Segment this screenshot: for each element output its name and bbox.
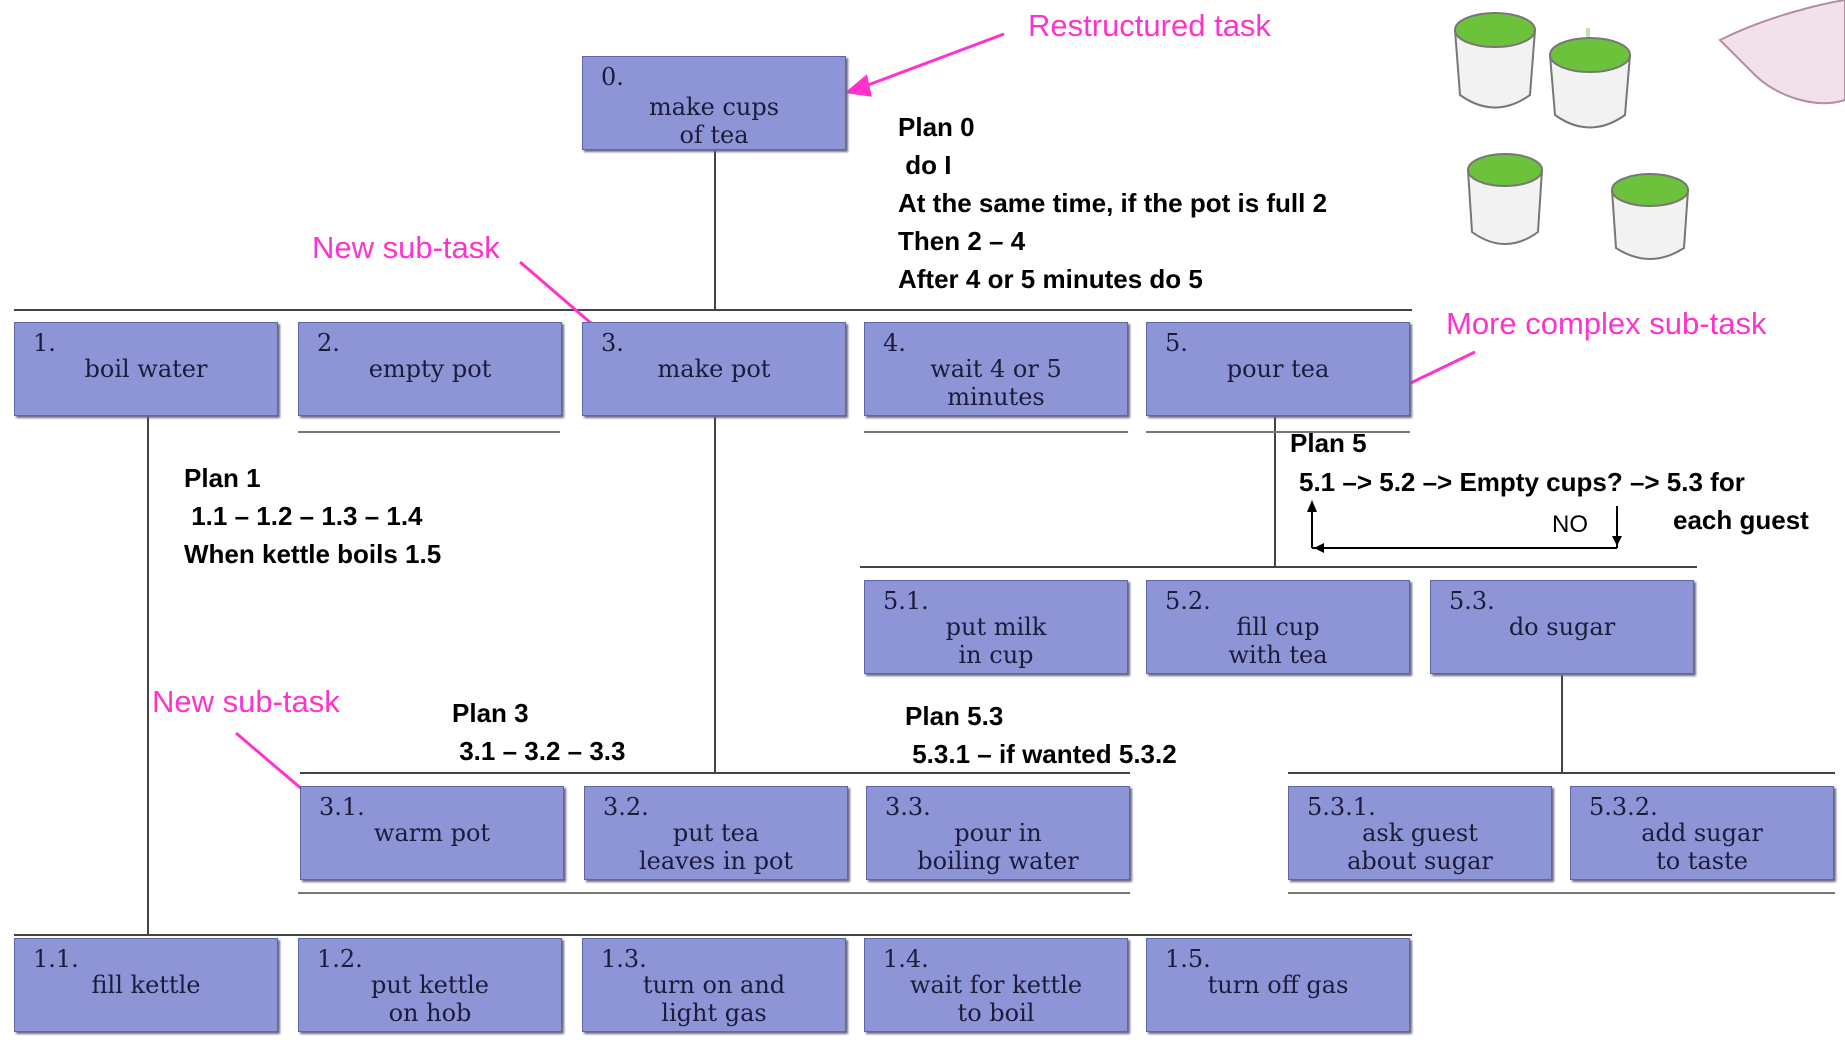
task-number: 5.2. <box>1165 587 1211 615</box>
task-label: fill kettle <box>91 971 201 999</box>
task-box-5-3-1: 5.3.1. ask guest about sugar <box>1288 786 1552 880</box>
task-box-2: 2. empty pot <box>298 322 562 416</box>
task-number: 5.3. <box>1449 587 1495 615</box>
task-label: turn on and light gas <box>642 971 786 1027</box>
task-label: ask guest about sugar <box>1347 819 1493 875</box>
task-box-3-1: 3.1. warm pot <box>300 786 564 880</box>
task-number: 3.3. <box>885 793 931 821</box>
task-number: 1.2. <box>317 945 363 973</box>
task-label: do sugar <box>1508 613 1616 641</box>
plan-5-3: Plan 5.3 5.3.1 – if wanted 5.3.2 <box>905 701 1177 769</box>
task-number: 5.3.1. <box>1307 793 1376 821</box>
task-box-5-1: 5.1. put milk in cup <box>864 580 1128 674</box>
task-number: 3.2. <box>603 793 649 821</box>
task-box-1: 1. boil water <box>14 322 278 416</box>
plan-1: Plan 1 1.1 – 1.2 – 1.3 – 1.4 When kettle… <box>184 463 442 569</box>
task-label: put tea leaves in pot <box>638 819 794 875</box>
task-box-1-1: 1.1. fill kettle <box>14 938 278 1032</box>
more-complex-subtask-annotation: More complex sub-task <box>1446 306 1767 341</box>
task-box-0: 0. make cups of tea <box>582 56 846 150</box>
task-label: boil water <box>84 355 208 383</box>
task-label: make cups of tea <box>648 93 780 149</box>
task-box-3-2: 3.2. put tea leaves in pot <box>584 786 848 880</box>
task-number: 0. <box>601 63 624 91</box>
task-label: put kettle on hob <box>370 971 489 1027</box>
task-number: 2. <box>317 329 340 357</box>
task-label: empty pot <box>368 355 492 383</box>
task-label: fill cup with tea <box>1228 613 1328 669</box>
task-number: 5. <box>1165 329 1188 357</box>
task-label: turn off gas <box>1207 971 1349 999</box>
task-label: wait 4 or 5 minutes <box>930 355 1062 411</box>
task-number: 1.4. <box>883 945 929 973</box>
connector-lines <box>14 150 1835 936</box>
task-box-1-3: 1.3. turn on and light gas <box>582 938 846 1032</box>
task-number: 1.3. <box>601 945 647 973</box>
task-box-1-4: 1.4. wait for kettle to boil <box>864 938 1128 1032</box>
task-box-5-3: 5.3. do sugar <box>1430 580 1694 674</box>
restructured-task-annotation: Restructured task <box>1028 8 1271 43</box>
task-number: 1.5. <box>1165 945 1211 973</box>
plan-0: Plan 0 do I At the same time, if the pot… <box>898 112 1328 294</box>
task-box-5: 5. pour tea <box>1146 322 1410 416</box>
task-number: 3. <box>601 329 624 357</box>
task-label: pour tea <box>1226 355 1330 383</box>
new-subtask-annotation-lower: New sub-task <box>152 684 340 719</box>
task-box-3-3: 3.3. pour in boiling water <box>866 786 1130 880</box>
task-box-3: 3. make pot <box>582 322 846 416</box>
task-number: 5.3.2. <box>1589 793 1658 821</box>
plan-5-each-guest: each guest <box>1673 505 1809 535</box>
task-label: put milk in cup <box>945 613 1047 669</box>
task-box-5-3-2: 5.3.2. add sugar to taste <box>1570 786 1834 880</box>
task-label: add sugar to taste <box>1641 819 1763 875</box>
task-box-4: 4. wait 4 or 5 minutes <box>864 322 1128 416</box>
task-number: 1.1. <box>33 945 79 973</box>
plan-5-title: Plan 5 <box>1290 428 1367 458</box>
task-label: make pot <box>657 355 771 383</box>
plan-3: Plan 3 3.1 – 3.2 – 3.3 <box>452 698 626 766</box>
task-number: 1. <box>33 329 56 357</box>
loop-arrowheads <box>1307 500 1622 553</box>
task-number: 3.1. <box>319 793 365 821</box>
task-box-1-2: 1.2. put kettle on hob <box>298 938 562 1032</box>
task-number: 4. <box>883 329 906 357</box>
new-subtask-annotation: New sub-task <box>312 230 500 265</box>
plan-5-no-label: NO <box>1552 511 1588 538</box>
task-label: warm pot <box>373 819 491 847</box>
task-box-5-2: 5.2. fill cup with tea <box>1146 580 1410 674</box>
task-label: pour in boiling water <box>917 819 1079 875</box>
plan-5-sequence: 5.1 –> 5.2 –> Empty cups? –> 5.3 for <box>1299 467 1745 497</box>
task-box-1-5: 1.5. turn off gas <box>1146 938 1410 1032</box>
task-number: 5.1. <box>883 587 929 615</box>
tea-cups-illustration <box>1453 0 1845 260</box>
task-label: wait for kettle to boil <box>909 971 1083 1027</box>
